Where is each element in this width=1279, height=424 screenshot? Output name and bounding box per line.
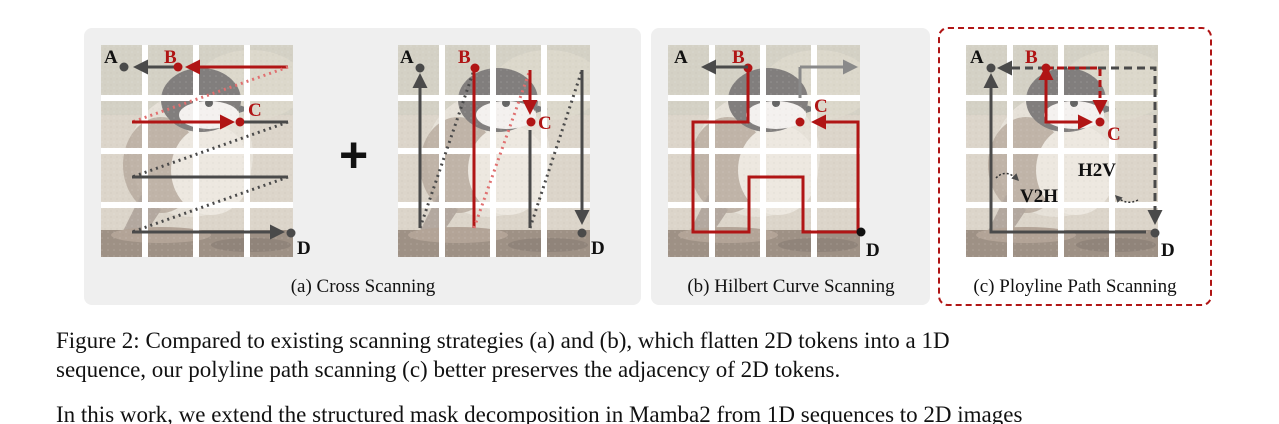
panel-a-left-grid: A B C D — [101, 45, 311, 259]
panel-c-caption: (c) Ployline Path Scanning — [973, 276, 1177, 297]
panel-c-grid: A B C D V2H H2V — [966, 45, 1175, 261]
label-c-left: C — [248, 100, 262, 121]
label-b-hilbert: B — [732, 47, 745, 68]
figure-caption: Figure 2: Compared to existing scanning … — [56, 326, 1256, 384]
plus-sign: + — [339, 127, 369, 183]
label-v2h: V2H — [1020, 186, 1058, 207]
panel-b-caption: (b) Hilbert Curve Scanning — [687, 276, 895, 297]
label-c-hilbert: C — [814, 96, 828, 117]
label-a-polyline: A — [970, 47, 984, 68]
label-b-polyline: B — [1025, 47, 1038, 68]
label-a-hilbert: A — [674, 47, 688, 68]
label-a-left: A — [104, 47, 118, 68]
figure-caption-line-1: Figure 2: Compared to existing scanning … — [56, 328, 950, 353]
label-d-hilbert: D — [866, 240, 880, 261]
label-c-polyline: C — [1107, 124, 1121, 145]
body-text-line: In this work, we extend the structured m… — [56, 402, 1023, 424]
label-b-left: B — [164, 47, 177, 68]
label-d-right: D — [591, 238, 605, 259]
panel-c-dashed-frame — [938, 27, 1212, 306]
label-h2v: H2V — [1078, 160, 1116, 181]
panel-a-caption: (a) Cross Scanning — [290, 276, 436, 297]
body-text-cut: In this work, we extend the structured m… — [56, 400, 1256, 424]
panel-b-grid: A B C D — [668, 45, 880, 261]
label-c-right: C — [538, 113, 552, 134]
label-b-right: B — [458, 47, 471, 68]
label-d-polyline: D — [1161, 240, 1175, 261]
label-d-left: D — [297, 238, 311, 259]
label-a-right: A — [400, 47, 414, 68]
figure-caption-line-2: sequence, our polyline path scanning (c)… — [56, 357, 841, 382]
panel-a-right-grid: A B C D — [398, 45, 605, 259]
